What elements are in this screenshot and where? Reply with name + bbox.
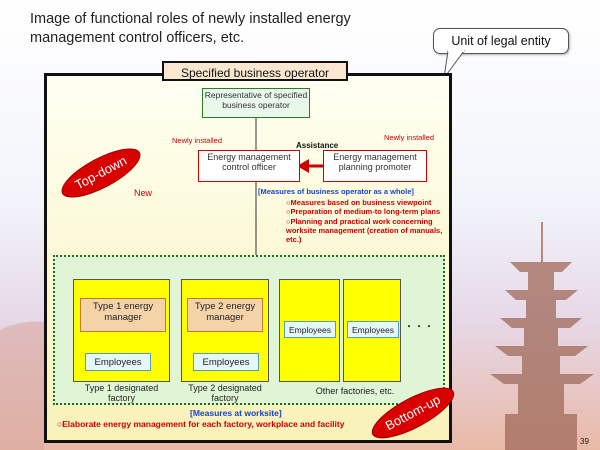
new-label: New xyxy=(134,188,153,198)
page-number: 39 xyxy=(580,437,589,446)
newly-installed-left: Newly installed xyxy=(172,136,223,145)
callout-pointer xyxy=(443,50,465,79)
type1-manager-box: Type 1 energy manager xyxy=(80,298,166,332)
pagoda-silhouette xyxy=(490,222,594,450)
representative-box: Representative of specified business ope… xyxy=(202,88,310,118)
measure-item: ○Preparation of medium-to long-term plan… xyxy=(286,207,441,217)
other-factories-label: Other factories, etc. xyxy=(315,386,395,396)
planning-promoter-box: Energy management planning promoter xyxy=(323,150,427,182)
other-employees-box-2: Employees xyxy=(347,321,399,338)
assistance-label: Assistance xyxy=(296,141,339,150)
measure-item: ○Measures based on business viewpoint xyxy=(286,198,432,207)
other-employees-box-1: Employees xyxy=(284,321,336,338)
operator-measures-heading: [Measures of business operator as a whol… xyxy=(258,187,414,196)
operator-label: Specified business operator xyxy=(162,61,348,81)
type2-manager-box: Type 2 energy manager xyxy=(187,298,263,332)
newly-installed-right: Newly installed xyxy=(384,133,435,142)
operator-measures-list: ○Measures based on business viewpoint ○P… xyxy=(286,198,456,244)
legal-entity-callout: Unit of legal entity xyxy=(433,28,569,54)
more-factories-ellipsis: ・・・ xyxy=(404,322,434,333)
type2-factory-label: Type 2 designated factory xyxy=(188,383,262,403)
worksite-measures-heading: [Measures at worksite] xyxy=(190,408,282,418)
control-officer-box: Energy management control officer xyxy=(198,150,300,182)
page-title: Image of functional roles of newly insta… xyxy=(30,11,351,46)
worksite-measures-text: ○Elaborate energy management for each fa… xyxy=(57,419,345,429)
type1-employees-box: Employees xyxy=(85,353,151,371)
type2-employees-box: Employees xyxy=(193,353,259,371)
measure-item: ○Planning and practical work concerning … xyxy=(286,216,443,245)
type1-factory-label: Type 1 designated factory xyxy=(84,383,159,403)
